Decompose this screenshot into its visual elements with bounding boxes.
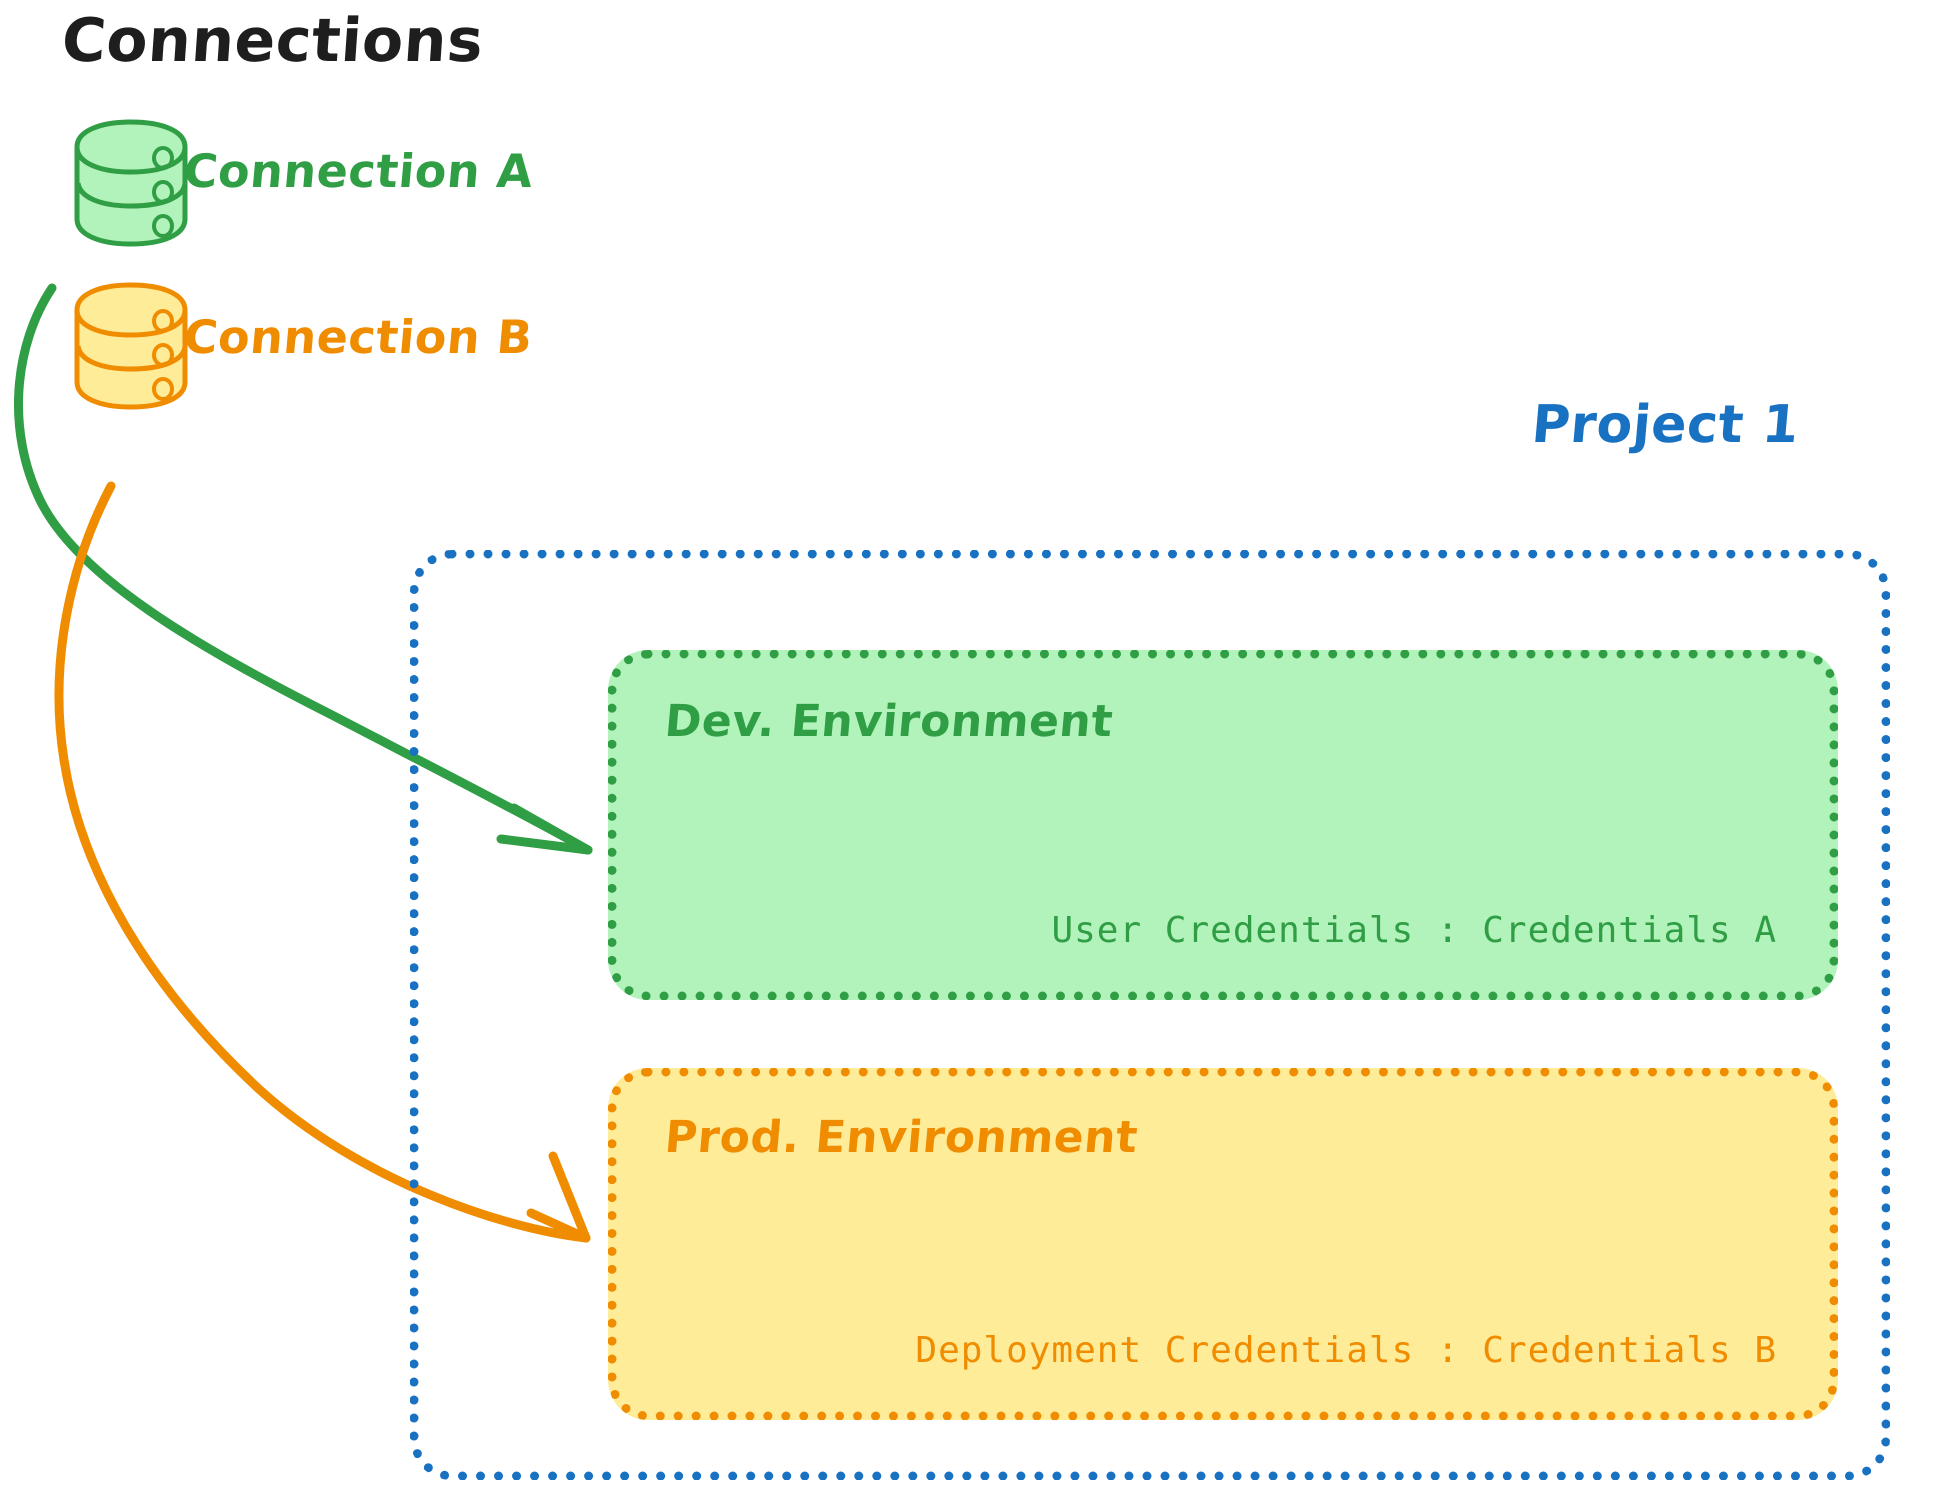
prod-environment-credentials: Deployment Credentials : Credentials B [915,1330,1777,1371]
dev-environment-title: Dev. Environment [662,696,1116,747]
dev-environment-box: Dev. Environment User Credentials : Cred… [608,650,1838,1000]
prod-environment-title: Prod. Environment [662,1112,1140,1163]
connection-b-label: Connection B [181,310,535,364]
project-boundary [410,550,1890,1480]
project-label: Project 1 [1529,395,1802,455]
connection-a-label: Connection A [181,144,536,198]
database-cylinder-icon-a [74,119,188,247]
database-cylinder-icon-b [74,282,188,410]
dev-environment-credentials: User Credentials : Credentials A [1051,910,1777,951]
page-title: Connections [59,6,486,76]
prod-environment-box: Prod. Environment Deployment Credentials… [608,1068,1838,1420]
